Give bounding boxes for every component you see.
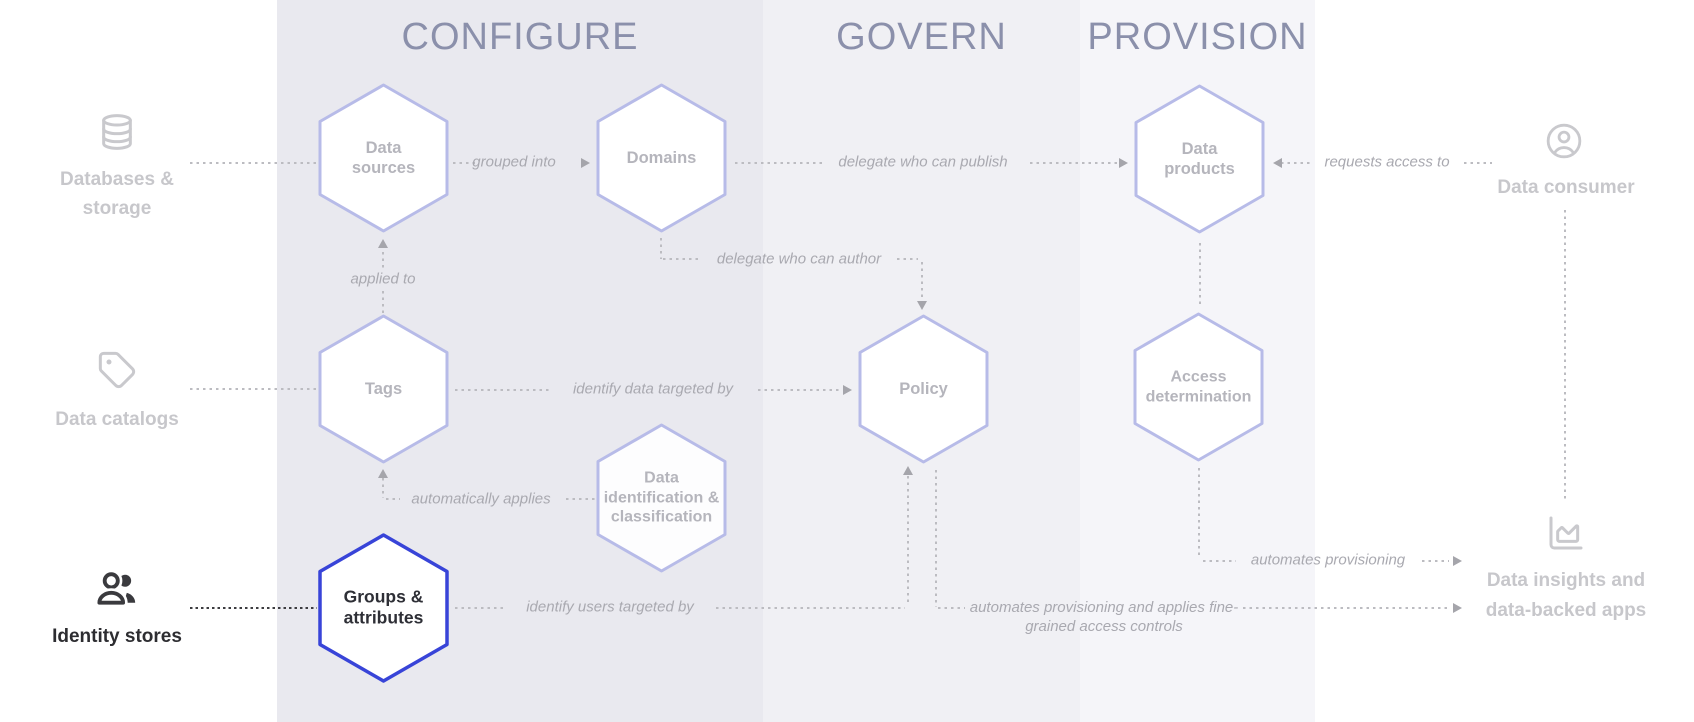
node-data-sources[interactable]: Data sources — [318, 83, 449, 233]
entity-label-identity-stores: Identity stores — [52, 626, 182, 647]
connector-into-policy-bottom — [907, 476, 909, 606]
connector-classification-to-tags-a — [386, 498, 400, 500]
connector-groups-to-policy-b — [716, 607, 905, 609]
edge-label-automates-provisioning: automates provisioning — [1250, 551, 1406, 569]
connector-classification-to-tags-b — [566, 498, 595, 500]
connector-domains-to-dataproducts-b — [1030, 162, 1118, 164]
node-label: Data products — [1164, 139, 1235, 178]
hexagon-shape — [1133, 312, 1264, 462]
connector-groups-to-policy-a — [455, 607, 506, 609]
arrowhead-into-policy-top — [917, 301, 927, 310]
hexagon-shape — [596, 423, 727, 573]
hexagon-shape — [318, 533, 449, 683]
arrowhead-into-domains — [581, 158, 590, 168]
connector-policy-down — [935, 470, 937, 607]
connector-domains-to-dataproducts-a — [735, 162, 822, 164]
node-label: Data identification & classification — [603, 469, 720, 526]
connector-catalogs-to-tags — [190, 388, 316, 390]
arrowhead-into-policy-left — [843, 385, 852, 395]
connector-databases-to-datasources — [190, 162, 316, 164]
connector-access-to-insights-a — [1203, 560, 1236, 562]
node-groups-attributes[interactable]: Groups & attributes — [318, 533, 449, 683]
connector-access-to-insights-b — [1422, 560, 1449, 562]
connector-tags-to-policy-a — [455, 389, 550, 391]
connector-tags-to-datasources-a — [382, 252, 384, 268]
connector-domains-down — [660, 238, 662, 259]
node-label: Tags — [364, 379, 403, 398]
node-domains[interactable]: Domains — [596, 83, 727, 233]
connector-datasources-to-domains — [453, 162, 475, 164]
users-icon — [94, 569, 136, 608]
phase-title-provision: PROVISION — [1087, 16, 1308, 58]
hexagon-shape — [858, 314, 989, 464]
connector-tags-to-datasources-b — [382, 291, 384, 314]
arrowhead-from-consumer — [1273, 158, 1282, 168]
connector-dataproducts-to-access — [1199, 243, 1201, 308]
node-data-products[interactable]: Data products — [1134, 84, 1265, 234]
connector-domains-to-policy-a — [663, 258, 701, 260]
edge-label-identify-data: identify data targeted by — [572, 380, 734, 398]
node-label: Domains — [626, 148, 697, 167]
connector-consumer-to-insights — [1564, 210, 1566, 500]
edge-label-requests-access: requests access to — [1324, 153, 1450, 171]
connector-consumer-to-dataproducts-a — [1281, 162, 1312, 164]
arrowhead-provisioning-to-insights — [1453, 556, 1462, 566]
hexagon-shape — [318, 314, 449, 464]
arrowhead-into-datasources — [378, 239, 388, 248]
connector-tags-to-policy-b — [758, 389, 840, 391]
hexagon-shape — [318, 83, 449, 233]
node-label: Policy — [899, 379, 948, 398]
chart-area-icon — [1549, 516, 1583, 550]
hexagon-shape — [1134, 84, 1265, 234]
connector-into-policy-top — [921, 262, 923, 301]
node-label: Data sources — [351, 138, 416, 177]
arrowhead-into-tags — [378, 469, 388, 478]
connector-consumer-to-dataproducts-b — [1464, 162, 1492, 164]
edge-label-delegate-publish: delegate who can publish — [838, 153, 1008, 171]
phase-title-configure: CONFIGURE — [401, 16, 639, 58]
database-icon — [102, 114, 132, 150]
edge-label-grouped-into: grouped into — [472, 153, 556, 171]
node-label: Groups & attributes — [343, 586, 424, 628]
node-tags[interactable]: Tags — [318, 314, 449, 464]
tag-icon — [98, 351, 136, 389]
hexagon-shape — [596, 83, 727, 233]
phase-band-govern: GOVERN — [763, 0, 1080, 722]
edge-label-automatically-applies: automatically applies — [411, 490, 551, 508]
entity-label-databases-storage: Databases & storage — [59, 169, 175, 219]
circle-user-icon — [1546, 123, 1582, 159]
connector-policy-to-insights-a — [938, 607, 965, 609]
phase-title-govern: GOVERN — [836, 16, 1007, 58]
arrowhead-into-policy-bottom — [903, 466, 913, 475]
entity-label-data-insights: Data insights and data-backed apps — [1485, 570, 1647, 621]
node-data-identification-classification[interactable]: Data identification & classification — [596, 423, 727, 573]
connector-into-tags-bottom — [382, 478, 384, 498]
connector-domains-to-policy-b — [897, 258, 918, 260]
connector-policy-to-insights-b — [1243, 607, 1449, 609]
entity-label-data-consumer: Data consumer — [1497, 177, 1635, 198]
edge-label-automates-fine-grained: automates provisioning and applies fine-… — [969, 599, 1239, 635]
connector-access-down — [1198, 468, 1200, 557]
node-access-determination[interactable]: Access determination — [1133, 312, 1264, 462]
node-label: Access determination — [1145, 368, 1252, 405]
arrowhead-into-dataproducts — [1119, 158, 1128, 168]
entity-label-data-catalogs: Data catalogs — [55, 409, 179, 430]
edge-label-applied-to: applied to — [350, 270, 416, 288]
node-policy[interactable]: Policy — [858, 314, 989, 464]
edge-label-delegate-author: delegate who can author — [716, 250, 882, 268]
arrowhead-policy-to-insights — [1453, 603, 1462, 613]
connector-identity-to-groups — [190, 607, 317, 609]
edge-label-identify-users: identify users targeted by — [526, 598, 694, 616]
